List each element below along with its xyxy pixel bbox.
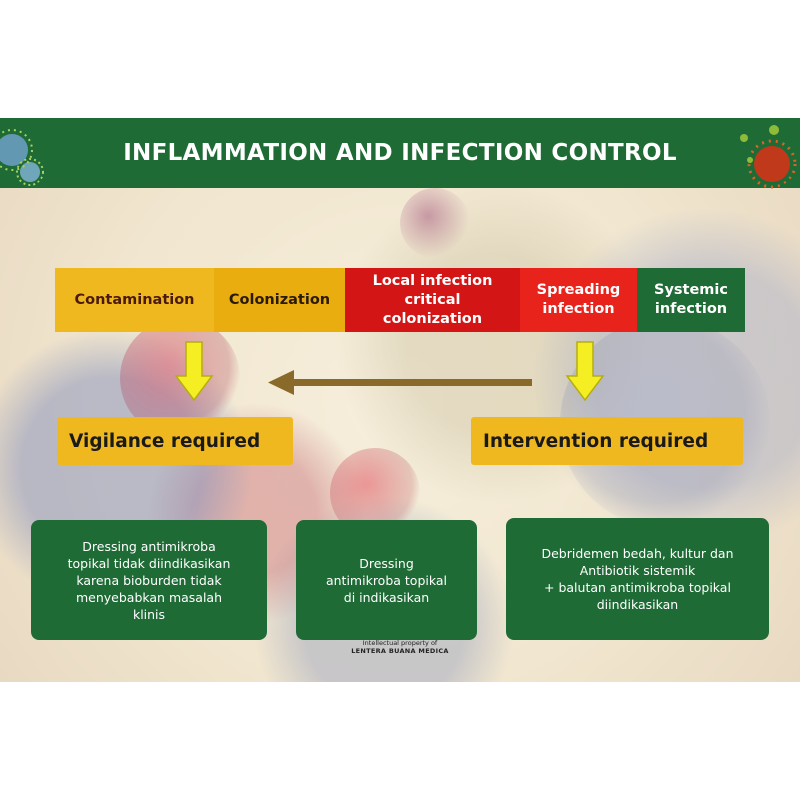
card-local-infection-advice: Dressing antimikroba topikal di indikasi… <box>296 520 477 640</box>
virus-icon-left <box>0 129 44 186</box>
attribution: Intellectual property of LENTERA BUANA M… <box>340 639 460 655</box>
arrow-left-icon <box>268 370 532 395</box>
intervention-required-label: Intervention required <box>471 417 743 465</box>
stage-label: Spreading infection <box>536 282 621 317</box>
vigilance-text: Vigilance required <box>69 430 261 452</box>
attribution-company: LENTERA BUANA MEDICA <box>351 647 449 655</box>
header-banner: INFLAMMATION AND INFECTION CONTROL <box>0 118 800 189</box>
attribution-line: Intellectual property of <box>362 639 438 647</box>
card-vigilance-advice: Dressing antimikroba topikal tidak diind… <box>31 520 267 640</box>
stage-colonization: Colonization <box>214 268 345 332</box>
poster: INFLAMMATION AND INFECTION CONTROL Conta… <box>0 118 800 682</box>
stage-systemic-infection: Systemic infection <box>637 268 745 332</box>
cell-blob-decoration <box>400 188 470 258</box>
stage-label: Systemic infection <box>654 282 728 317</box>
card-text: Debridemen bedah, kultur dan Antibiotik … <box>541 546 734 612</box>
stage-contamination: Contamination <box>55 268 214 332</box>
card-text: Dressing antimikroba topikal di indikasi… <box>325 555 448 605</box>
card-text: Dressing antimikroba topikal tidak diind… <box>67 538 231 622</box>
vigilance-required-label: Vigilance required <box>57 417 293 465</box>
intervention-text: Intervention required <box>483 430 709 452</box>
arrow-down-icon <box>174 341 214 402</box>
stage-spreading-infection: Spreading infection <box>520 268 637 332</box>
page-title: INFLAMMATION AND INFECTION CONTROL <box>123 140 677 166</box>
stage-label: Contamination <box>74 291 195 308</box>
stage-label: Local infection critical colonization <box>372 272 493 327</box>
stage-local-infection: Local infection critical colonization <box>345 268 520 332</box>
arrow-down-icon <box>565 341 605 402</box>
infection-stage-bar: Contamination Colonization Local infecti… <box>55 268 745 332</box>
virus-icon-right <box>740 125 797 189</box>
card-intervention-advice: Debridemen bedah, kultur dan Antibiotik … <box>506 518 769 640</box>
stage-label: Colonization <box>228 291 331 308</box>
